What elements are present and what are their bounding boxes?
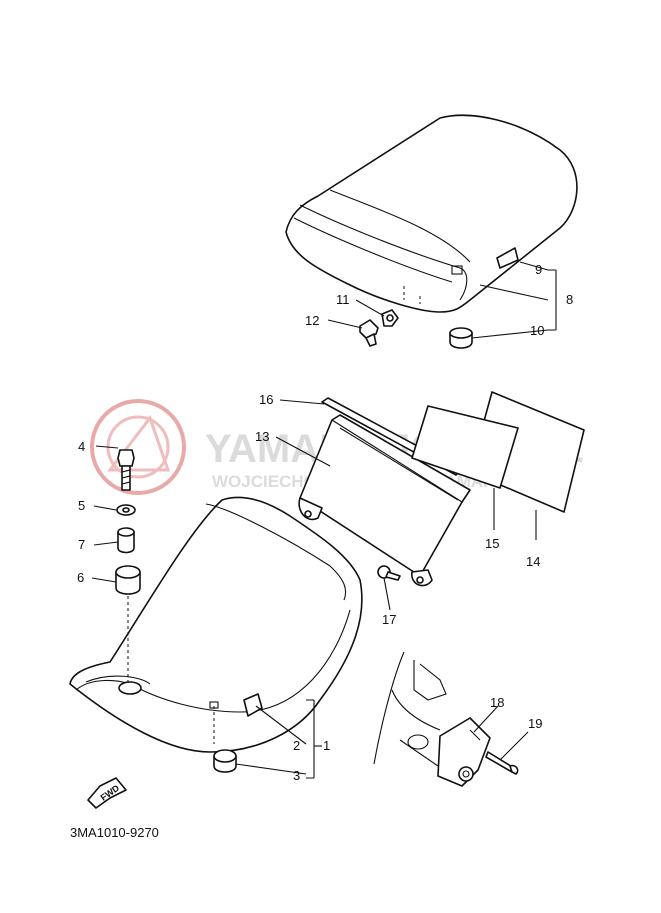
bolt-part-12: [359, 319, 379, 347]
callout-15: 15: [485, 536, 499, 551]
callout-13: 13: [255, 429, 269, 444]
washer-part-5: [116, 504, 136, 516]
callout-6: 6: [77, 570, 84, 585]
callout-10: 10: [530, 323, 544, 338]
leader-lines: [91, 261, 557, 779]
collar-part-11: [381, 309, 399, 327]
diagram-code: 3MA1010-9270: [70, 825, 159, 840]
watermark-logo-icon: [90, 399, 186, 495]
callout-1: 1: [323, 738, 330, 753]
callout-19: 19: [528, 716, 542, 731]
callout-labels: 1 2 3 4 5 6 7 8 9 10 11 12 13 14 15 16 1…: [77, 262, 573, 783]
callout-14: 14: [526, 554, 540, 569]
bracket-part-13: [298, 414, 471, 587]
collar-part-7: [117, 527, 135, 554]
bolt-part-4: [117, 449, 135, 491]
callout-16: 16: [259, 392, 273, 407]
damper-part-6: [115, 565, 141, 595]
callout-7: 7: [78, 537, 85, 552]
callout-5: 5: [78, 498, 85, 513]
callout-12: 12: [305, 313, 319, 328]
callout-18: 18: [490, 695, 504, 710]
callout-9: 9: [535, 262, 542, 277]
frame-detail: [373, 651, 447, 767]
callout-8: 8: [566, 292, 573, 307]
passenger-seat: [285, 114, 578, 313]
screw-part-17: [377, 565, 401, 581]
callout-4: 4: [78, 439, 85, 454]
rider-seat: [69, 496, 363, 753]
callout-17: 17: [382, 612, 396, 627]
seat-hook-9: [496, 247, 519, 269]
damper-part-10: [449, 327, 473, 349]
callout-3: 3: [293, 768, 300, 783]
bracket-part-18: [437, 717, 491, 787]
screw-part-19: [485, 751, 519, 775]
fwd-arrow-icon: FWD: [87, 777, 127, 809]
pad-part-15: [411, 405, 519, 489]
damper-part-3: [213, 749, 237, 773]
callout-2: 2: [293, 738, 300, 753]
callout-11: 11: [336, 292, 350, 307]
